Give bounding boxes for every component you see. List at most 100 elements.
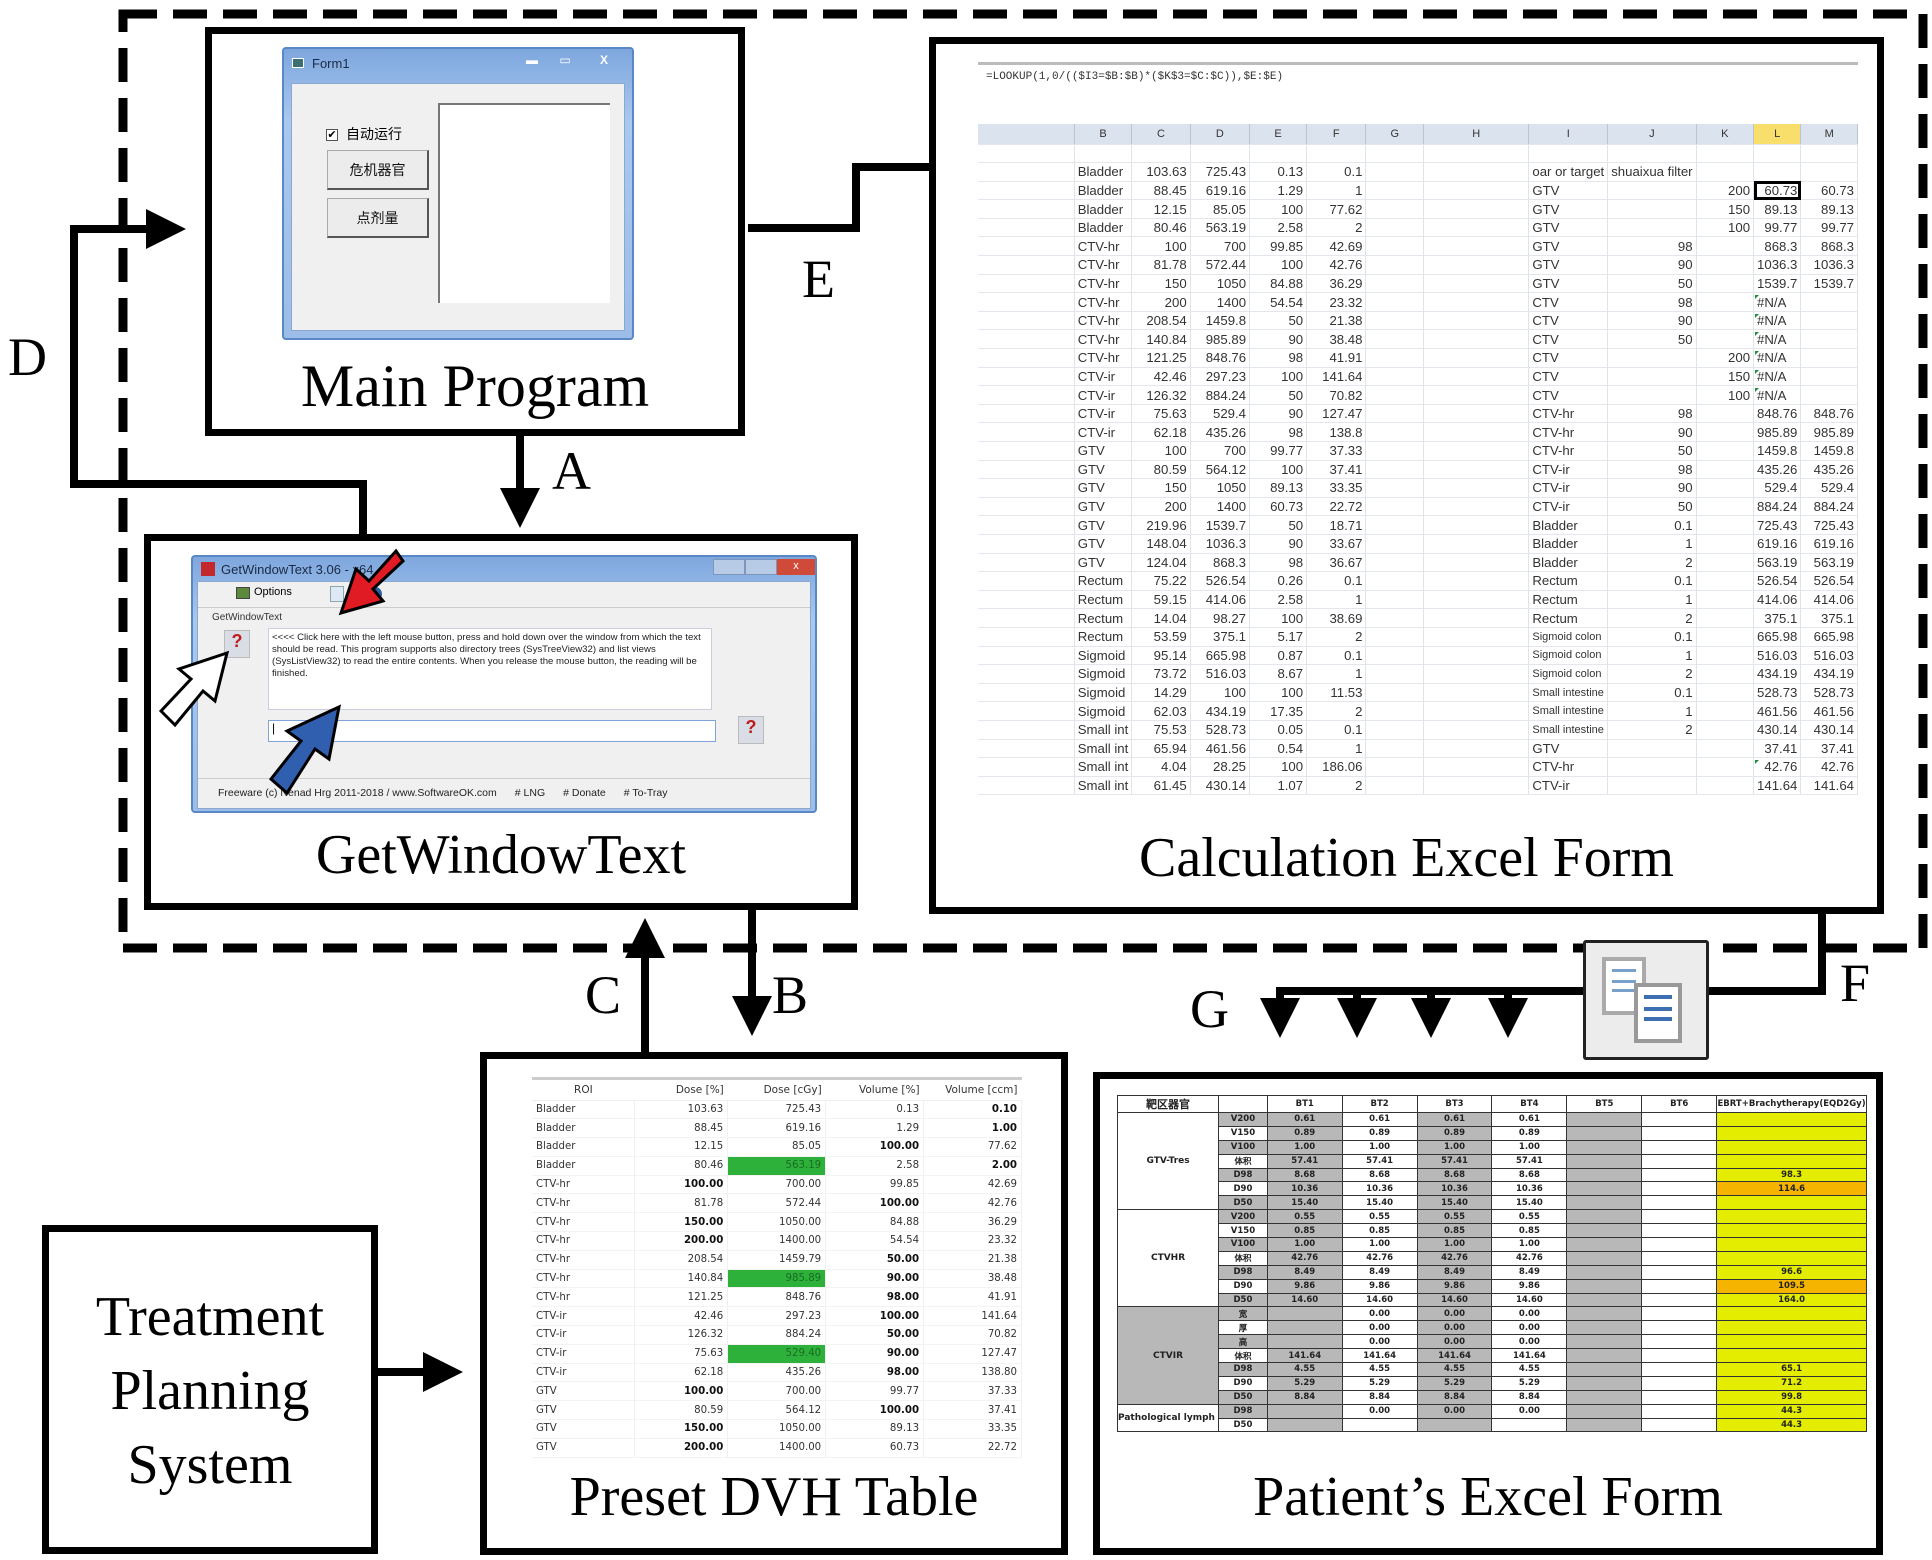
cell[interactable]: 2	[1306, 701, 1367, 721]
bt5-cell[interactable]	[1566, 1237, 1643, 1252]
cell[interactable]: 665.98	[1190, 646, 1251, 666]
cell[interactable]	[1423, 776, 1530, 796]
cell[interactable]: 1	[1607, 646, 1697, 666]
bt-cell[interactable]: 0.55	[1416, 1209, 1493, 1225]
cell[interactable]	[1365, 199, 1425, 219]
cell[interactable]: 1050	[1190, 274, 1251, 294]
cell[interactable]	[1696, 292, 1755, 312]
cell[interactable]: 99.77	[1800, 218, 1858, 238]
cell[interactable]	[1423, 236, 1530, 257]
row-number-cell[interactable]	[978, 367, 1075, 387]
cell[interactable]: 868.3	[1800, 236, 1858, 257]
bt-cell[interactable]	[1341, 1417, 1418, 1433]
bt5-cell[interactable]	[1566, 1195, 1643, 1211]
cell[interactable]: 50	[1607, 274, 1697, 294]
cell[interactable]	[1607, 776, 1697, 796]
cell[interactable]	[1696, 329, 1755, 350]
maximize-button[interactable]: ▭	[559, 53, 571, 67]
cell[interactable]	[1423, 497, 1530, 517]
cell[interactable]	[1365, 646, 1425, 666]
bt-cell[interactable]: 10.36	[1491, 1181, 1568, 1197]
cell[interactable]: 208.54	[1131, 311, 1191, 331]
bt6-cell[interactable]	[1641, 1237, 1718, 1252]
row-number-cell[interactable]	[978, 515, 1075, 535]
cell[interactable]: 141.64	[1306, 367, 1367, 387]
bt5-cell[interactable]	[1566, 1278, 1643, 1294]
metric-cell[interactable]: D98	[1218, 1264, 1268, 1280]
cell[interactable]: 725.43	[1190, 162, 1251, 182]
patient-header-6[interactable]: BT5	[1566, 1095, 1643, 1113]
bt-cell[interactable]: 0.89	[1416, 1125, 1493, 1141]
cell[interactable]: 516.03	[1800, 646, 1858, 666]
cell[interactable]: CTV-hr	[1074, 236, 1133, 257]
cell[interactable]: #N/A	[1753, 367, 1802, 387]
formula-bar[interactable]: =LOOKUP(1,0/(($I3=$B:$B)*($K$3=$C:$C)),$…	[978, 62, 1858, 112]
metric-cell[interactable]: D90	[1218, 1278, 1268, 1294]
bt-cell[interactable]: 8.49	[1491, 1264, 1568, 1280]
cell[interactable]: 528.73	[1753, 683, 1802, 703]
cell[interactable]: 50	[1249, 515, 1308, 535]
cell[interactable]	[1365, 590, 1425, 610]
bt-cell[interactable]: 8.84	[1341, 1389, 1418, 1405]
cell[interactable]: 70.82	[1306, 385, 1367, 405]
row-number-cell[interactable]	[978, 292, 1075, 312]
cell[interactable]: 50	[1607, 441, 1697, 461]
cell[interactable]	[1696, 720, 1755, 740]
cell[interactable]: oar or target	[1528, 162, 1609, 182]
cell[interactable]: CTV-hr	[1074, 329, 1133, 350]
patient-header-0[interactable]: 靶区器官	[1116, 1095, 1220, 1113]
cell[interactable]: Sigmoid	[1074, 664, 1133, 684]
bt-cell[interactable]: 1.00	[1266, 1237, 1343, 1252]
cell[interactable]	[1696, 534, 1755, 554]
cell[interactable]: 98	[1249, 553, 1308, 573]
cell[interactable]: 1	[1306, 739, 1367, 759]
cell[interactable]	[1131, 144, 1191, 164]
cell[interactable]: GTV	[1528, 739, 1609, 759]
cell[interactable]: 700	[1190, 236, 1251, 257]
eqd2-cell[interactable]	[1716, 1320, 1867, 1336]
cell[interactable]	[1423, 683, 1530, 703]
bt-cell[interactable]	[1416, 1417, 1493, 1433]
cell[interactable]: 42.76	[1800, 757, 1858, 777]
metric-cell[interactable]: 体积	[1218, 1250, 1268, 1266]
eqd2-cell[interactable]	[1716, 1209, 1867, 1225]
cell[interactable]	[1365, 274, 1425, 294]
bt5-cell[interactable]	[1566, 1223, 1643, 1239]
cell[interactable]: 33.35	[1306, 478, 1367, 498]
cell[interactable]: 186.06	[1306, 757, 1367, 777]
bt-cell[interactable]: 42.76	[1491, 1250, 1568, 1266]
cell[interactable]: 38.48	[1306, 329, 1367, 350]
cell[interactable]	[1800, 311, 1858, 331]
bt-cell[interactable]: 0.00	[1341, 1403, 1418, 1419]
cell[interactable]: 1459.8	[1190, 311, 1251, 331]
cell[interactable]: 98	[1607, 460, 1697, 480]
cell[interactable]: CTV-ir	[1074, 404, 1133, 424]
cell[interactable]: 0.1	[1607, 515, 1697, 535]
cell[interactable]: 884.24	[1190, 385, 1251, 405]
cell[interactable]: 8.67	[1249, 664, 1308, 684]
bt-cell[interactable]: 15.40	[1491, 1195, 1568, 1211]
bt-cell[interactable]: 0.00	[1416, 1403, 1493, 1419]
bt5-cell[interactable]	[1566, 1250, 1643, 1266]
cell[interactable]: 200	[1131, 497, 1191, 517]
bt-cell[interactable]: 0.85	[1491, 1223, 1568, 1239]
cell[interactable]: 516.03	[1190, 664, 1251, 684]
cell[interactable]: 21.38	[1306, 311, 1367, 331]
cell[interactable]: 0.87	[1249, 646, 1308, 666]
cell[interactable]	[1607, 218, 1697, 238]
point-dose-button[interactable]: 点剂量	[327, 198, 429, 238]
cell[interactable]	[1423, 367, 1530, 387]
bt-cell[interactable]	[1266, 1320, 1343, 1336]
toolbar-copy-icon[interactable]	[330, 586, 344, 602]
cell[interactable]: 200	[1696, 181, 1755, 201]
cell[interactable]: 1539.7	[1190, 515, 1251, 535]
bt6-cell[interactable]	[1641, 1125, 1718, 1141]
cell[interactable]: CTV-ir	[1528, 478, 1609, 498]
cell[interactable]: 375.1	[1753, 608, 1802, 628]
bt-cell[interactable]	[1266, 1306, 1343, 1322]
